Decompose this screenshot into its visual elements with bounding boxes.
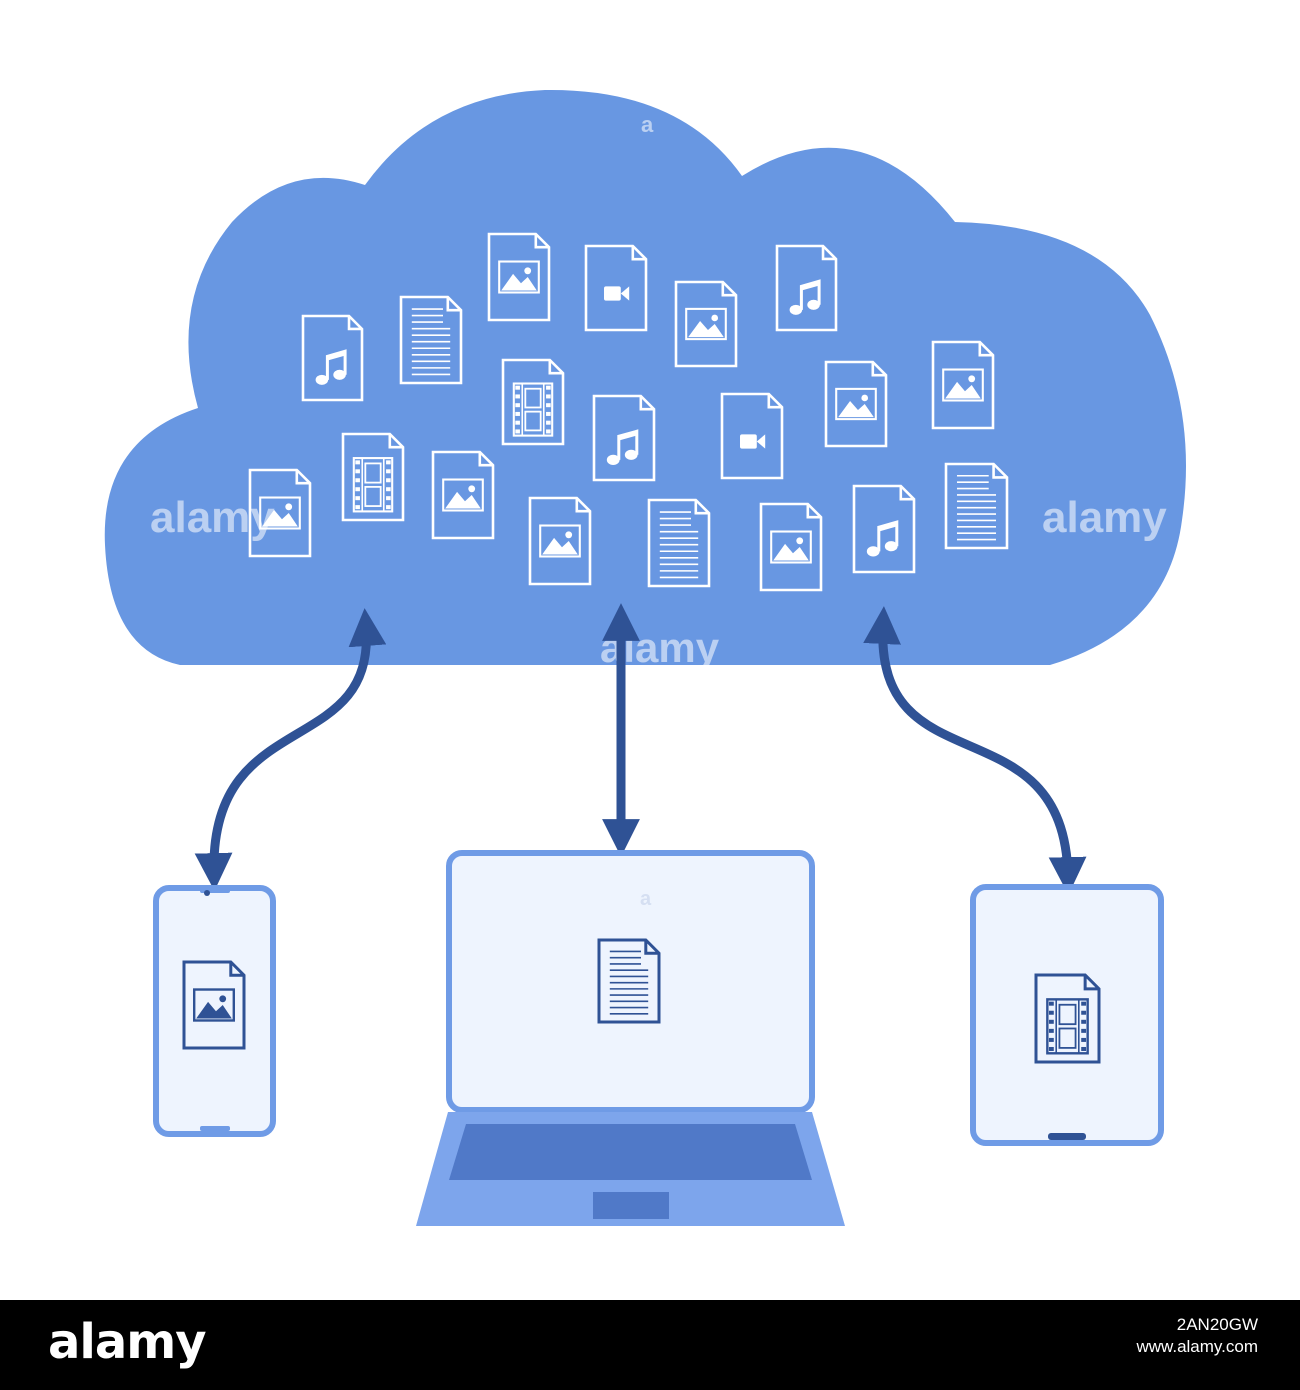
tablet-film-file-icon: [1034, 973, 1101, 1064]
text-file-icon: [647, 498, 711, 588]
cloud-file-group: [248, 232, 1009, 592]
watermark-small-top: a: [641, 112, 654, 137]
watermark-right: alamy: [1042, 493, 1167, 542]
image-file-icon: [759, 502, 823, 592]
footer-logo: alamy: [48, 1314, 207, 1370]
footer-image-info: 2AN20GW www.alamy.com: [1136, 1314, 1258, 1358]
watermark-small-laptop: a: [640, 888, 652, 910]
cloud-shape: [104, 89, 1186, 665]
video-file-icon: [584, 244, 648, 332]
footer-image-id: 2AN20GW: [1176, 1315, 1258, 1334]
phone-image-file-icon: [182, 960, 246, 1050]
laptop-device: [416, 850, 845, 1226]
image-file-icon: [182, 960, 246, 1050]
audio-file-icon: [852, 484, 916, 574]
image-file-icon: [248, 468, 312, 558]
watermark-left: alamy: [150, 493, 275, 542]
laptop-keyboard: [449, 1124, 812, 1180]
tablet-home-bar: [1048, 1133, 1086, 1140]
footer-site: www.alamy.com: [1136, 1337, 1258, 1356]
cloud-sync-illustration: alamy alamy alamy a a: [104, 89, 1186, 1226]
laptop-text-file-icon: [597, 938, 661, 1024]
text-file-icon: [944, 462, 1009, 550]
film-file-icon: [1034, 973, 1101, 1064]
text-file-icon: [399, 295, 463, 385]
tablet-device: [970, 884, 1164, 1146]
image-file-icon: [824, 360, 888, 448]
laptop-touchpad: [593, 1192, 669, 1219]
phone-camera-icon: [204, 890, 210, 896]
stock-footer: alamy 2AN20GW www.alamy.com: [0, 1300, 1300, 1390]
video-file-icon: [720, 392, 784, 480]
image-file-icon: [674, 280, 738, 368]
audio-file-icon: [301, 314, 364, 402]
sync-arrow-phone: [194, 608, 387, 891]
image-file-icon: [528, 496, 592, 586]
image-file-icon: [431, 450, 495, 540]
phone-home-bar: [200, 1126, 230, 1131]
sync-arrow-tablet: [863, 606, 1087, 895]
film-file-icon: [341, 432, 405, 522]
audio-file-icon: [592, 394, 656, 482]
film-file-icon: [501, 358, 565, 446]
audio-file-icon: [775, 244, 838, 332]
image-file-icon: [487, 232, 551, 322]
image-file-icon: [931, 340, 995, 430]
text-file-icon: [597, 938, 661, 1024]
